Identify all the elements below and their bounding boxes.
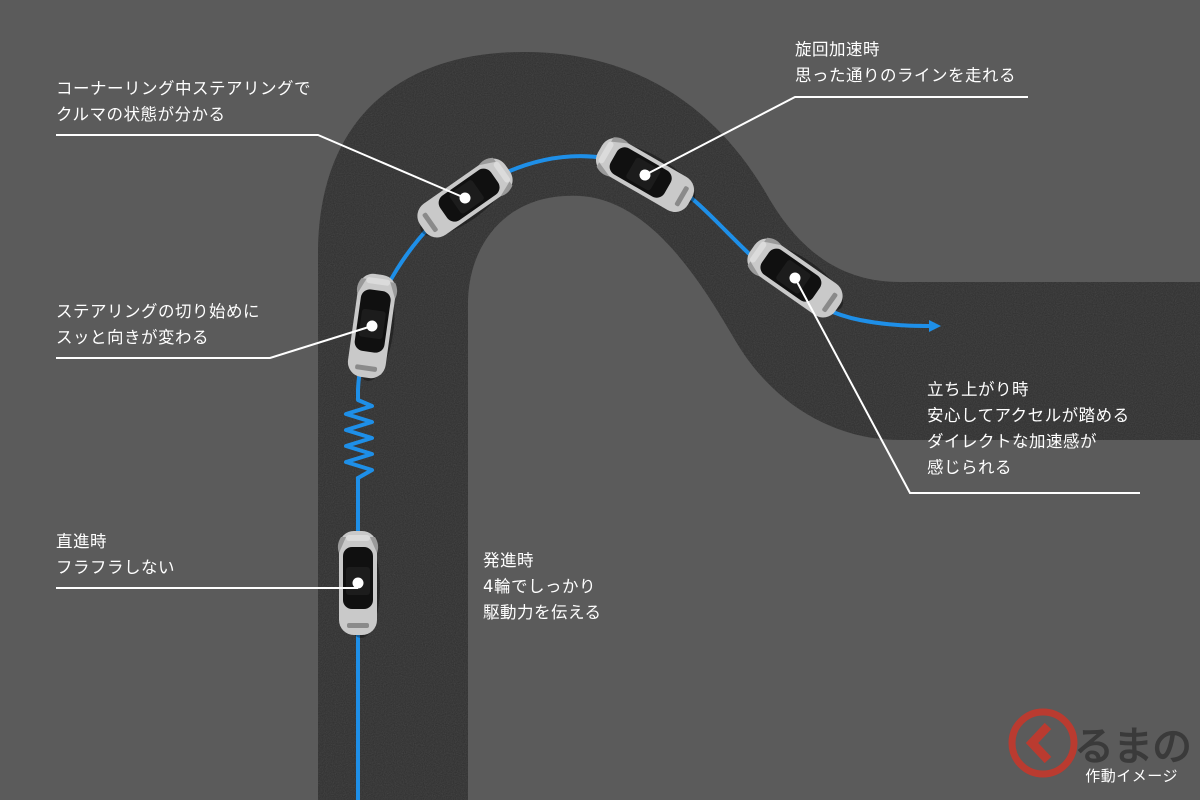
logo-mark-icon <box>1008 708 1078 778</box>
callout-acceleration-turn-line-2: 思った通りのラインを走れる <box>795 66 1016 85</box>
leader-acceleration-turn <box>644 96 1028 176</box>
callout-steering-start-line-2: スッと向きが変わる <box>56 328 209 347</box>
callout-launch-line-2: 4輪でしっかり <box>483 577 596 596</box>
leader-cornering <box>56 134 466 199</box>
callout-cornering-feel-line-2: クルマの状態が分かる <box>56 105 226 124</box>
callout-cornering-feel: コーナーリング中ステアリングで クルマの状態が分かる <box>56 76 311 128</box>
leader-steering-start <box>56 325 373 359</box>
kurumanonews-logo: るまの <box>1008 708 1198 778</box>
callout-acceleration-turn: 旋回加速時 思った通りのラインを走れる <box>795 37 1016 89</box>
callout-launch: 発進時 4輪でしっかり 駆動力を伝える <box>483 548 602 626</box>
callout-steering-start: ステアリングの切り始めに スッと向きが変わる <box>56 299 260 351</box>
callout-straight: 直進時 フラフラしない <box>56 529 175 581</box>
logo-text: るまの <box>1074 724 1192 770</box>
callout-exit-line-3: ダイレクトな加速感が <box>927 432 1097 451</box>
callout-straight-line-1: 直進時 <box>56 532 107 551</box>
car-straight <box>337 531 380 638</box>
callout-exit-line-2: 安心してアクセルが踏める <box>927 406 1130 425</box>
callout-exit-line-4: 感じられる <box>927 458 1012 477</box>
callout-cornering-feel-line-1: コーナーリング中ステアリングで <box>56 79 311 98</box>
road-texture <box>318 51 1200 800</box>
callout-launch-line-3: 駆動力を伝える <box>483 603 602 622</box>
leader-exit <box>794 277 1140 494</box>
callout-exit-line-1: 立ち上がり時 <box>927 380 1029 399</box>
leader-lines <box>56 96 1140 589</box>
callout-straight-line-2: フラフラしない <box>56 558 175 577</box>
callout-launch-line-1: 発進時 <box>483 551 534 570</box>
caption: 作動イメージ <box>1085 767 1178 785</box>
callout-steering-start-line-1: ステアリングの切り始めに <box>56 302 260 321</box>
callout-acceleration-turn-line-1: 旋回加速時 <box>795 40 880 59</box>
callout-exit: 立ち上がり時 安心してアクセルが踏める ダイレクトな加速感が 感じられる <box>927 377 1130 481</box>
